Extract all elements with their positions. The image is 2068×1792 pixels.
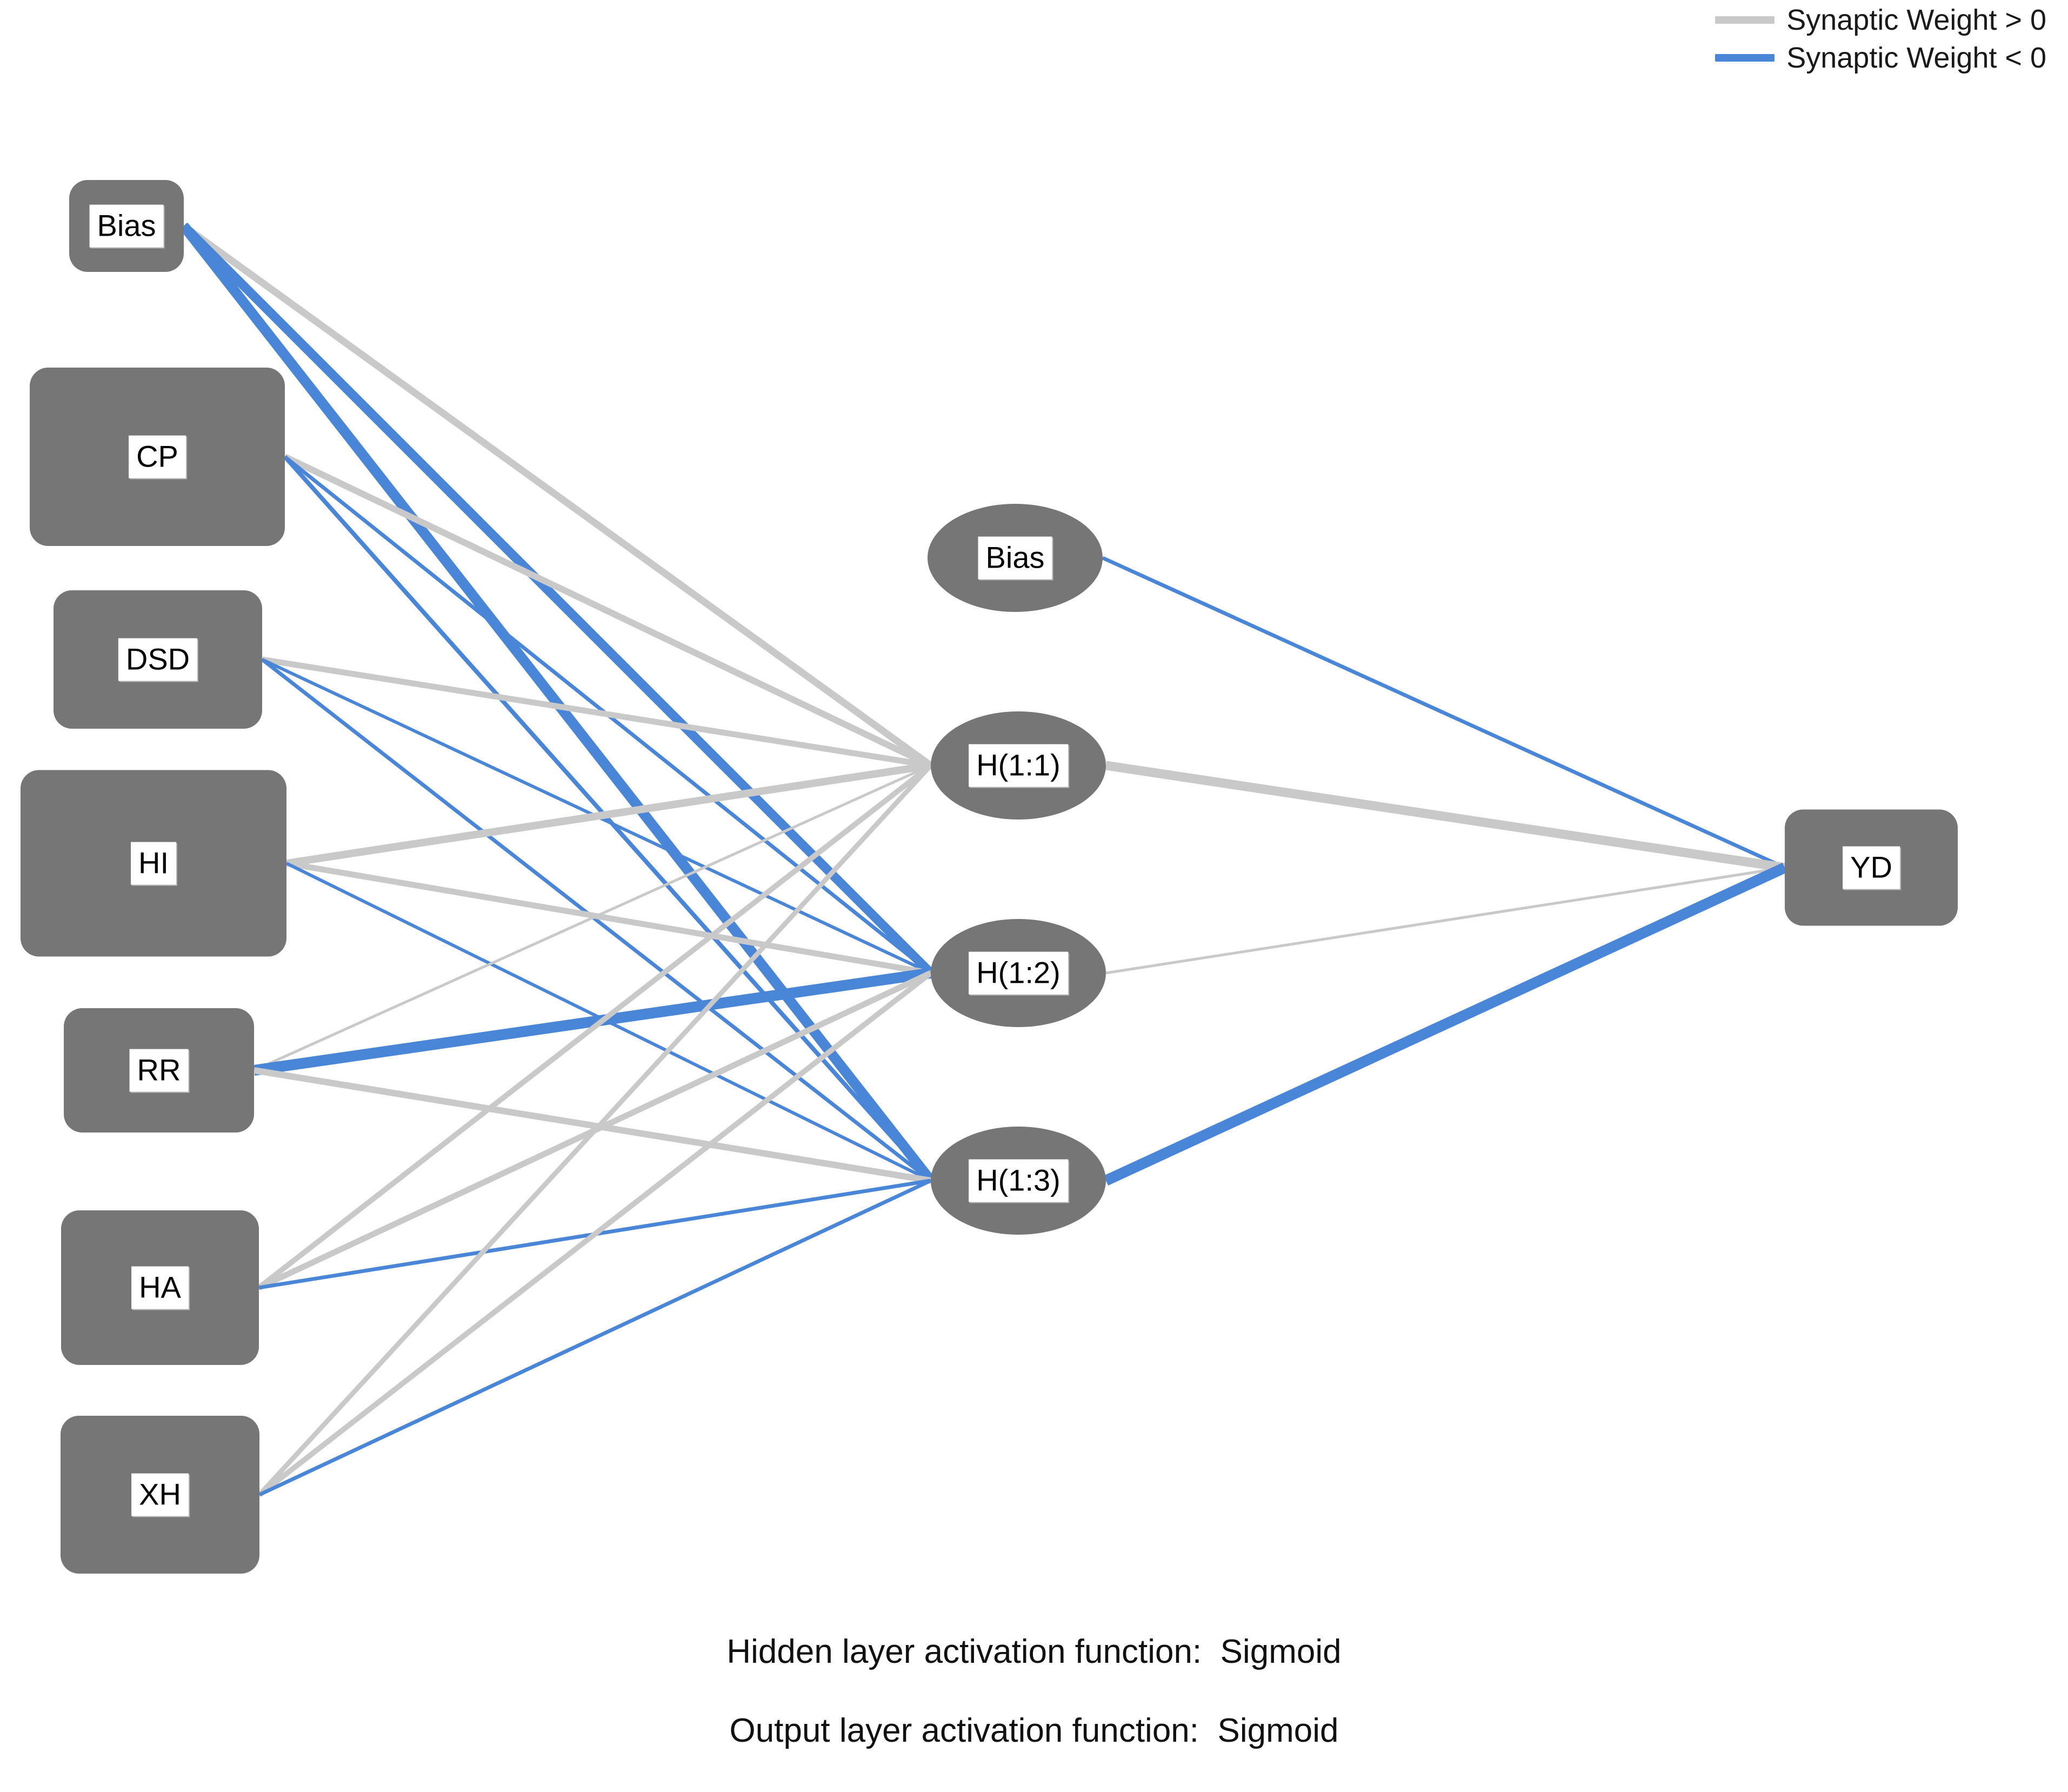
node-label-in-cp: CP	[129, 435, 186, 478]
synapse-edge	[283, 455, 932, 1182]
hidden-activation-caption: Hidden layer activation function: Sigmoi…	[726, 1633, 1342, 1670]
synapse-edge	[286, 860, 931, 976]
synapse-edge	[258, 1178, 932, 1497]
synapse-edge	[253, 764, 932, 1072]
synapse-edge	[257, 763, 933, 1290]
line-swatch-negative-icon	[1715, 54, 1775, 62]
synapse-edge	[1103, 862, 1787, 1186]
legend-label-positive: Synaptic Weight > 0	[1786, 4, 2046, 36]
node-label-in-hi: HI	[131, 842, 176, 885]
line-swatch-positive-icon	[1715, 16, 1775, 24]
node-label-in-rr: RR	[129, 1049, 189, 1092]
synapse-edge	[257, 971, 933, 1497]
synapse-edge	[253, 968, 932, 1076]
synapse-edge	[254, 1067, 931, 1184]
synapse-edge	[262, 656, 931, 769]
node-label-in-dsd: DSD	[118, 638, 198, 681]
legend-item-positive: Synaptic Weight > 0	[1715, 5, 2046, 35]
synapse-edge	[283, 454, 932, 769]
node-label-in-ha: HA	[131, 1266, 189, 1309]
synapse-edge	[182, 223, 933, 769]
edge-layer	[179, 222, 1787, 1497]
synapse-edge	[1105, 761, 1786, 872]
node-label-out-yd: YD	[1843, 846, 1900, 889]
legend-label-negative: Synaptic Weight < 0	[1786, 42, 2046, 74]
node-label-h2: H(1:2)	[969, 951, 1068, 995]
activation-function-captions: Hidden layer activation function: Sigmoi…	[0, 1635, 2068, 1748]
node-label-h3: H(1:3)	[969, 1159, 1068, 1202]
synapse-edge	[261, 658, 932, 1182]
legend-item-negative: Synaptic Weight < 0	[1715, 43, 2046, 72]
output-activation-caption: Output layer activation function: Sigmoi…	[729, 1712, 1339, 1749]
node-label-in-xh: XH	[131, 1473, 189, 1516]
node-label-in-bias: Bias	[89, 204, 164, 248]
legend: Synaptic Weight > 0 Synaptic Weight < 0	[1715, 5, 2046, 72]
synapse-edge	[285, 762, 932, 867]
synapse-edge	[257, 763, 933, 1497]
synapse-edge	[1105, 866, 1785, 975]
node-label-h1: H(1:1)	[969, 744, 1068, 787]
node-label-h-bias: Bias	[978, 536, 1052, 579]
synapse-edge	[180, 222, 935, 977]
synapse-edge	[1102, 556, 1786, 870]
